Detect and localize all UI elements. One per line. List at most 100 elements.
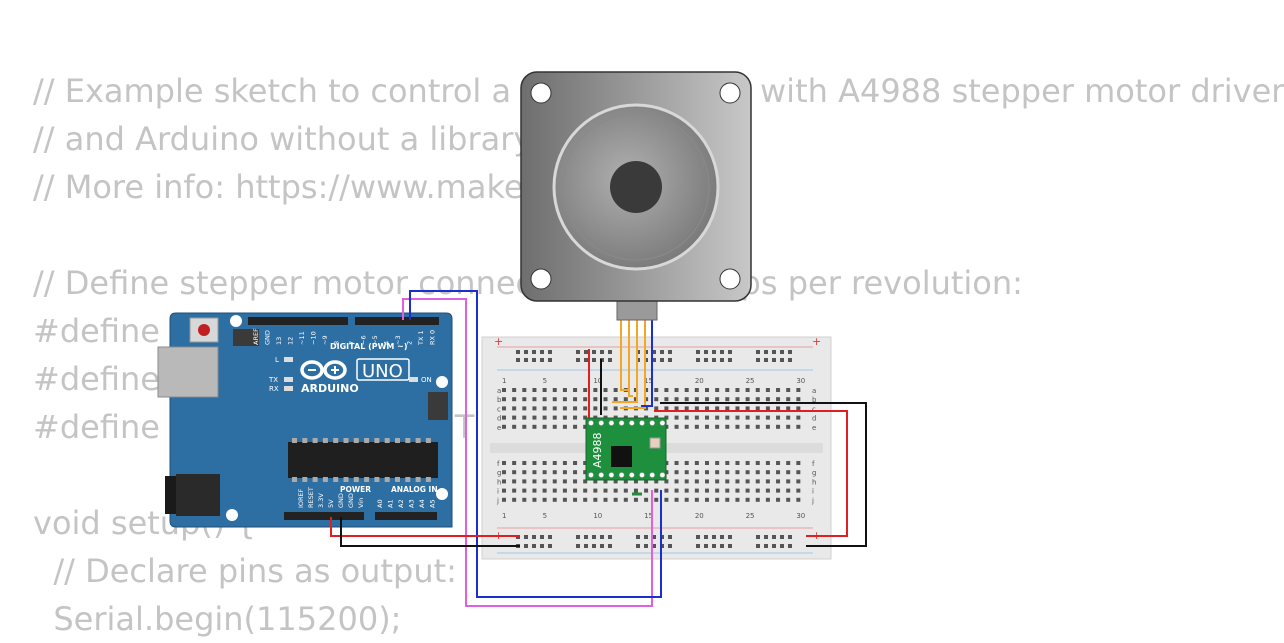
motor-shaft <box>610 161 662 213</box>
analog-header-label: ANALOG IN <box>391 485 438 494</box>
model-label: UNO <box>362 361 403 382</box>
row-letter: a <box>812 387 816 395</box>
power-header-label: POWER <box>340 485 371 494</box>
wire-gnd-motor <box>660 402 867 547</box>
code-line: // and Arduino without a library. <box>33 120 538 158</box>
atmega-chip <box>288 442 438 478</box>
row-letter: c <box>812 405 816 413</box>
power-pin-label: 5V <box>327 499 335 508</box>
column-number: 1 <box>502 377 506 385</box>
row-letter: d <box>497 415 501 423</box>
digital-pin-label: 13 <box>275 337 283 345</box>
column-number: 25 <box>746 377 755 385</box>
digital-pin-label: ~11 <box>298 331 306 345</box>
digital-pin-label: ~5 <box>371 335 379 345</box>
wire-5v <box>330 517 520 537</box>
code-line: Serial.begin(115200); <box>33 600 402 638</box>
power-pin-label: GND <box>347 493 355 508</box>
row-letter: i <box>497 488 499 496</box>
on-led-label: ON <box>421 376 432 384</box>
digital-pin-label: 12 <box>287 337 295 345</box>
row-letter: j <box>496 497 499 505</box>
motor-leads <box>612 300 653 409</box>
digital-pin-label: AREF <box>252 328 260 345</box>
column-number: 10 <box>593 377 602 385</box>
wire-dir <box>409 290 662 598</box>
row-letter: a <box>497 387 501 395</box>
column-number: 20 <box>695 377 704 385</box>
column-number: 25 <box>746 512 755 520</box>
power-pin-label: GND <box>337 493 345 508</box>
digital-pin-label: ~10 <box>310 331 318 345</box>
column-number: 20 <box>695 512 704 520</box>
digital-header-right <box>355 317 439 325</box>
column-number: 15 <box>644 377 653 385</box>
driver-chip <box>611 446 632 467</box>
row-letter: h <box>812 478 816 486</box>
rail-plus-label: + <box>812 335 821 348</box>
digital-pin-label: ~6 <box>360 335 368 345</box>
column-number: 30 <box>796 512 805 520</box>
a4988-driver: A4988 <box>585 417 667 481</box>
analog-pin-label: A0 <box>376 499 384 508</box>
row-letter: j <box>811 497 814 505</box>
brand-label: ARDUINO <box>301 382 359 395</box>
row-letter: f <box>812 460 815 468</box>
row-letter: f <box>497 460 500 468</box>
tx-led-label: TX <box>268 376 278 384</box>
row-letter: b <box>812 396 817 404</box>
row-letter: b <box>497 396 502 404</box>
rail-plus-label: + <box>494 335 503 348</box>
row-letter: c <box>497 405 501 413</box>
row-letter: h <box>497 478 501 486</box>
column-number: 15 <box>644 512 653 520</box>
digital-pin-label: 2 <box>406 341 414 345</box>
wire-step <box>402 298 653 607</box>
wires <box>330 290 867 607</box>
analog-pin-label: A4 <box>418 499 426 508</box>
digital-header-left <box>248 317 348 325</box>
row-letter: g <box>497 469 501 477</box>
row-letter: i <box>812 488 814 496</box>
code-line: // Declare pins as output: <box>33 552 457 590</box>
stepper-motor <box>520 71 752 409</box>
digital-pin-label: 8 <box>333 341 341 345</box>
digital-header-label: DIGITAL (PWM ~) <box>330 342 408 351</box>
digital-pin-label: 4 <box>383 341 391 345</box>
power-header <box>284 512 364 520</box>
l-led-label: L <box>275 356 279 364</box>
digital-pin-label: 7 <box>348 341 356 345</box>
terminal-strips <box>502 388 801 502</box>
column-number: 30 <box>796 377 805 385</box>
column-number: 5 <box>543 377 547 385</box>
column-number: 10 <box>593 512 602 520</box>
driver-label: A4988 <box>591 432 604 468</box>
power-pin-label: Vin <box>357 498 365 508</box>
digital-pin-label: ~3 <box>394 335 402 345</box>
wire-vmot <box>654 410 848 537</box>
analog-header <box>375 512 437 520</box>
row-letter: e <box>497 424 501 432</box>
row-letter: e <box>812 424 816 432</box>
digital-pin-label: GND <box>264 330 272 345</box>
column-number: 5 <box>543 512 547 520</box>
analog-pin-label: A1 <box>387 499 395 508</box>
digital-pin-label: RX 0 <box>429 330 437 345</box>
row-letter: g <box>812 469 816 477</box>
power-pin-label: RESET <box>307 487 315 508</box>
wire-gnd <box>340 517 520 547</box>
power-pin-label: 3.3V <box>317 493 325 508</box>
digital-pin-label: ~9 <box>321 335 329 345</box>
row-letter: d <box>812 415 816 423</box>
code-editor-background: // Example sketch to control a stepper m… <box>33 67 1284 643</box>
rx-led-label: RX <box>269 385 279 393</box>
analog-pin-label: A5 <box>429 499 437 508</box>
analog-pin-label: A2 <box>397 499 405 508</box>
column-number: 1 <box>502 512 506 520</box>
usb-port <box>157 346 219 398</box>
arduino-logo <box>300 360 347 380</box>
power-pin-label: IOREF <box>297 488 305 508</box>
analog-pin-label: A3 <box>408 499 416 508</box>
